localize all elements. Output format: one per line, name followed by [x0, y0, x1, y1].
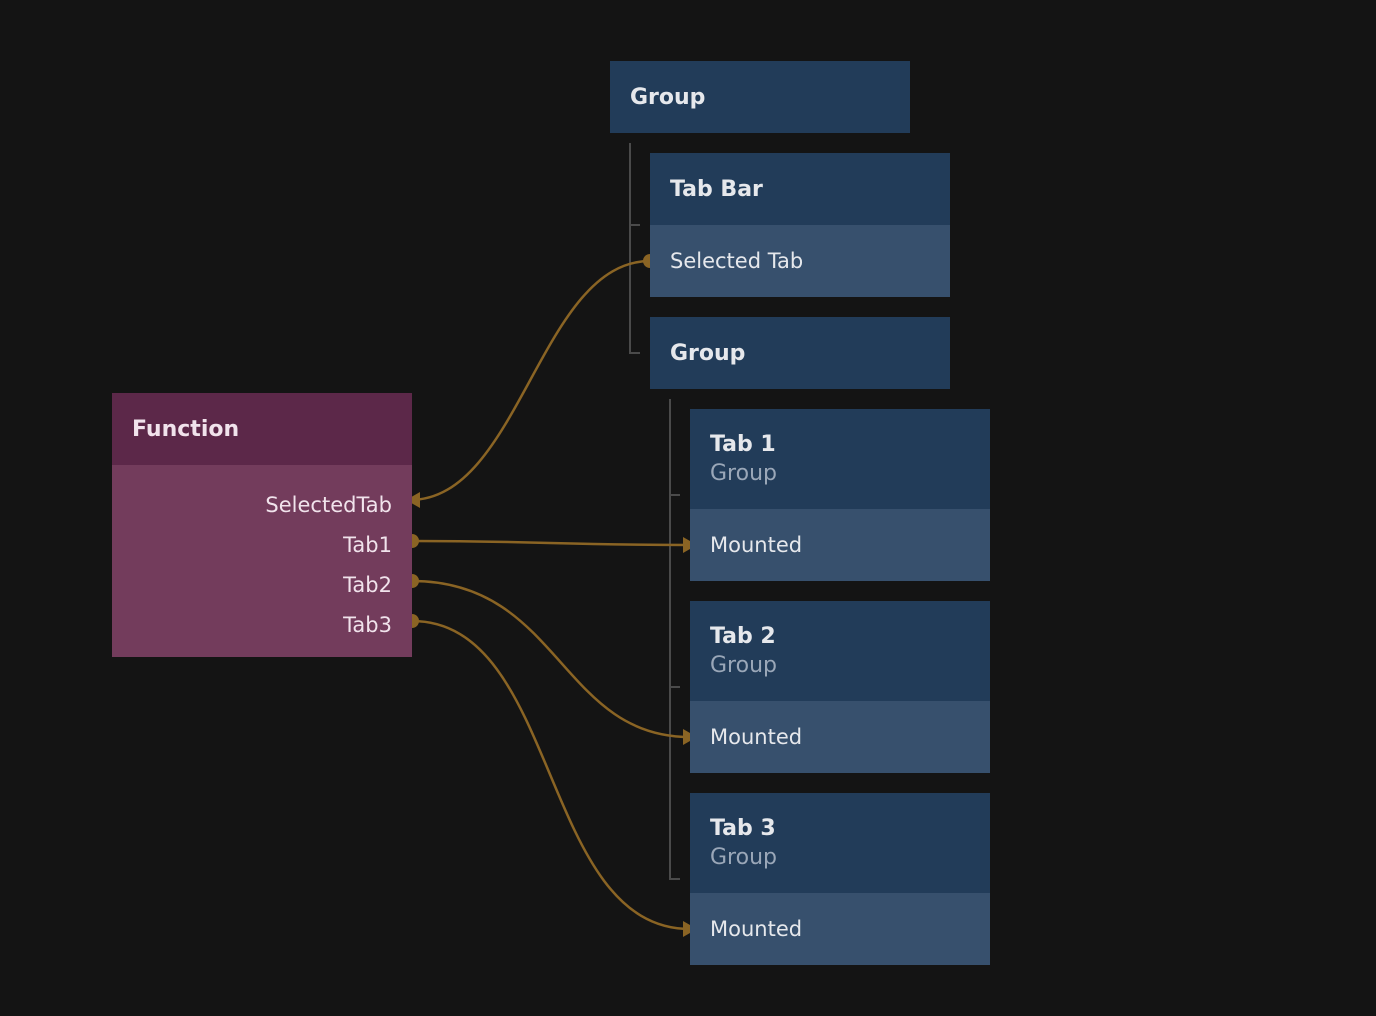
connection-tab2[interactable] — [411, 579, 691, 739]
hierarchy-line-inner — [669, 399, 680, 880]
port-label: Mounted — [710, 533, 803, 557]
node-tab-bar[interactable]: Tab Bar Selected Tab — [650, 153, 950, 297]
port-label: Mounted — [710, 725, 803, 749]
node-title: Tab 1 — [710, 432, 776, 457]
node-tab2-header: Tab 2 Group — [690, 601, 990, 701]
node-tab1[interactable]: Tab 1 Group Mounted — [690, 409, 990, 581]
node-tab1-header: Tab 1 Group — [690, 409, 990, 509]
port-tab2[interactable]: Tab2 — [112, 565, 412, 605]
node-group-root-header: Group — [610, 61, 910, 133]
node-function-header: Function — [112, 393, 412, 465]
node-title: Tab 3 — [710, 816, 776, 841]
node-subtitle: Group — [710, 653, 777, 678]
port-label: SelectedTab — [265, 493, 392, 517]
node-subtitle: Group — [710, 461, 777, 486]
connection-tab3[interactable] — [411, 619, 691, 931]
node-title: Tab 2 — [710, 624, 776, 649]
port-label: Tab2 — [343, 573, 392, 597]
node-function[interactable]: Function SelectedTab Tab1 Tab2 Tab3 — [112, 393, 412, 657]
port-label: Tab3 — [343, 613, 392, 637]
port-label: Selected Tab — [670, 249, 804, 273]
node-title: Function — [132, 416, 240, 442]
node-title: Group — [630, 84, 706, 110]
hierarchy-line-root — [629, 143, 640, 354]
port-tab1-mounted[interactable]: Mounted — [690, 509, 990, 581]
node-function-body: SelectedTab Tab1 Tab2 Tab3 — [112, 465, 412, 657]
port-label: Mounted — [710, 917, 803, 941]
port-label: Tab1 — [343, 533, 392, 557]
node-tab-bar-header: Tab Bar — [650, 153, 950, 225]
node-tab3[interactable]: Tab 3 Group Mounted — [690, 793, 990, 965]
node-group-inner[interactable]: Group — [650, 317, 950, 389]
node-subtitle: Group — [710, 845, 777, 870]
node-tab3-header: Tab 3 Group — [690, 793, 990, 893]
port-tab2-mounted[interactable]: Mounted — [690, 701, 990, 773]
port-tab3[interactable]: Tab3 — [112, 605, 412, 645]
connection-tab1[interactable] — [411, 539, 691, 547]
node-title: Tab Bar — [670, 176, 763, 202]
node-group-inner-header: Group — [650, 317, 950, 389]
node-title: Group — [670, 340, 746, 366]
node-tab2[interactable]: Tab 2 Group Mounted — [690, 601, 990, 773]
connection-selectedtab[interactable] — [409, 259, 651, 502]
port-selectedtab[interactable]: SelectedTab — [112, 485, 412, 525]
port-selected-tab[interactable]: Selected Tab — [650, 225, 950, 297]
node-group-root[interactable]: Group — [610, 61, 910, 133]
port-tab3-mounted[interactable]: Mounted — [690, 893, 990, 965]
port-tab1[interactable]: Tab1 — [112, 525, 412, 565]
